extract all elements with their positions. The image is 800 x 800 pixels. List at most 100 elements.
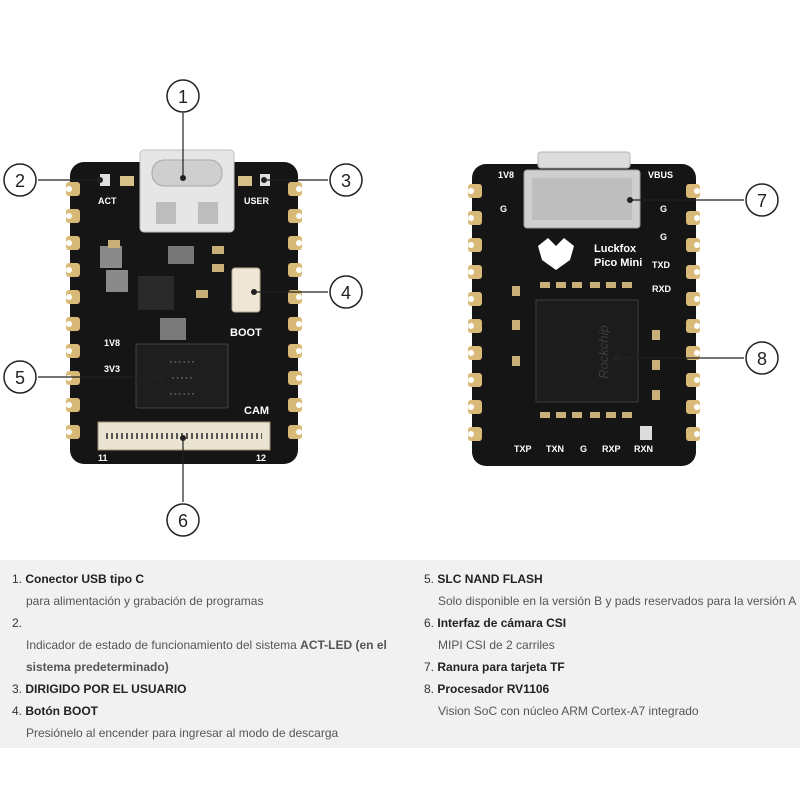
callout-5: 5 (15, 368, 25, 388)
edge-pad-hole (296, 240, 302, 246)
edge-pad (686, 400, 700, 414)
edge-pad (468, 346, 482, 360)
legend-item-6: 6. Interfaz de cámara CSI MIPI CSI de 2 … (424, 612, 794, 656)
back-label-rxp: RXP (602, 444, 621, 454)
edge-pad (66, 398, 80, 412)
act-led (100, 174, 110, 186)
edge-pad-hole (694, 377, 700, 383)
legend-desc-4: Presiónelo al encender para ingresar al … (26, 726, 339, 740)
legend-item-1: 1. Conector USB tipo C para alimentación… (12, 568, 402, 612)
legend-item-3: 3. DIRIGIDO POR EL USUARIO (12, 682, 187, 696)
edge-pad-hole (66, 186, 72, 192)
edge-pad-hole (694, 269, 700, 275)
legend-title-8: Procesador RV1106 (437, 682, 550, 696)
nand-flash-chip (135, 343, 229, 409)
edge-pad (468, 211, 482, 225)
edge-pad (66, 209, 80, 223)
edge-pad (288, 209, 302, 223)
edge-pad-hole (694, 323, 700, 329)
legend-item-2: 2. Indicador de estado de funcionamiento… (12, 612, 392, 678)
front-board: ▪ ▪ ▪ ▪ ▪ ▪ ▪ ▪ ▪ ▪ ▪ ▪ ▪ ▪ ▪ ▪ ▪ ACT US… (66, 149, 302, 464)
edge-pad-hole (694, 296, 700, 302)
rv1106-processor (535, 299, 639, 403)
edge-pad (468, 319, 482, 333)
edge-pad-hole (296, 213, 302, 219)
edge-pad-hole (468, 404, 474, 410)
edge-pad-hole (296, 402, 302, 408)
edge-pad (66, 182, 80, 196)
back-label-g2: G (660, 204, 667, 214)
edge-pad (288, 182, 302, 196)
legend-desc-6: MIPI CSI de 2 carriles (438, 638, 555, 652)
legend-desc-2: Indicador de estado de funcionamiento de… (26, 638, 387, 674)
edge-pad (288, 371, 302, 385)
edge-pad-hole (468, 350, 474, 356)
back-label-txp: TXP (514, 444, 532, 454)
edge-pad (686, 184, 700, 198)
edge-pad-hole (66, 321, 72, 327)
svg-text:▪ ▪ ▪ ▪ ▪: ▪ ▪ ▪ ▪ ▪ (172, 375, 193, 382)
back-label-txd: TXD (652, 260, 671, 270)
luckfox-logo (538, 238, 574, 270)
edge-pad (66, 317, 80, 331)
edge-pad-hole (66, 240, 72, 246)
callout-8: 8 (757, 349, 767, 369)
edge-pad-hole (468, 188, 474, 194)
legend-item-8: 8. Procesador RV1106 Vision SoC con núcl… (424, 678, 794, 722)
edge-pad-hole (468, 269, 474, 275)
edge-pad (686, 292, 700, 306)
edge-pad (468, 400, 482, 414)
edge-pad (468, 427, 482, 441)
callouts (38, 113, 744, 502)
edge-pad-hole (296, 321, 302, 327)
edge-pad-hole (296, 186, 302, 192)
brand-line2: Pico Mini (594, 257, 642, 269)
front-label-pin11: 11 (98, 453, 108, 463)
callout-4: 4 (341, 283, 351, 303)
edge-pad (288, 425, 302, 439)
edge-pad (686, 238, 700, 252)
usb-c-connector (139, 149, 235, 233)
callout-3: 3 (341, 171, 351, 191)
edge-pad-hole (468, 431, 474, 437)
edge-pad (686, 265, 700, 279)
edge-pad (288, 398, 302, 412)
edge-pad-hole (66, 348, 72, 354)
edge-pad (468, 238, 482, 252)
edge-pad-hole (296, 375, 302, 381)
edge-pad-hole (694, 188, 700, 194)
edge-pad (66, 344, 80, 358)
edge-pad (468, 184, 482, 198)
back-label-1v8: 1V8 (498, 170, 514, 180)
edge-pad-hole (468, 215, 474, 221)
back-label-txn: TXN (546, 444, 564, 454)
legend-item-7: 7. Ranura para tarjeta TF (424, 660, 565, 674)
edge-pad-hole (296, 294, 302, 300)
legend-title-5: SLC NAND FLASH (437, 572, 543, 586)
edge-pad (686, 427, 700, 441)
back-label-rxn: RXN (634, 444, 653, 454)
front-label-user: USER (244, 196, 270, 206)
edge-pad (66, 425, 80, 439)
brand-line1: Luckfox (594, 243, 637, 255)
callout-7: 7 (757, 191, 767, 211)
legend-title-3: DIRIGIDO POR EL USUARIO (25, 682, 187, 696)
legend-desc-5: Solo disponible en la versión B y pads r… (438, 594, 797, 608)
front-label-act: ACT (98, 196, 117, 206)
back-label-g1: G (500, 204, 507, 214)
legend-panel: 1. Conector USB tipo C para alimentación… (0, 560, 800, 748)
edge-pad-hole (694, 215, 700, 221)
legend-title-1: Conector USB tipo C (25, 572, 145, 586)
edge-pad (686, 373, 700, 387)
edge-pad (66, 290, 80, 304)
board-diagram: ▪ ▪ ▪ ▪ ▪ ▪ ▪ ▪ ▪ ▪ ▪ ▪ ▪ ▪ ▪ ▪ ▪ ACT US… (3, 79, 779, 537)
back-label-vbus: VBUS (648, 170, 673, 180)
edge-pad-hole (468, 296, 474, 302)
edge-pad-hole (468, 377, 474, 383)
front-label-cam: CAM (244, 405, 269, 417)
edge-pad-hole (694, 431, 700, 437)
svg-text:▪ ▪ ▪ ▪ ▪ ▪: ▪ ▪ ▪ ▪ ▪ ▪ (170, 391, 195, 398)
edge-pad (468, 292, 482, 306)
back-edge-pads (468, 184, 700, 441)
front-label-pin12: 12 (256, 453, 266, 463)
